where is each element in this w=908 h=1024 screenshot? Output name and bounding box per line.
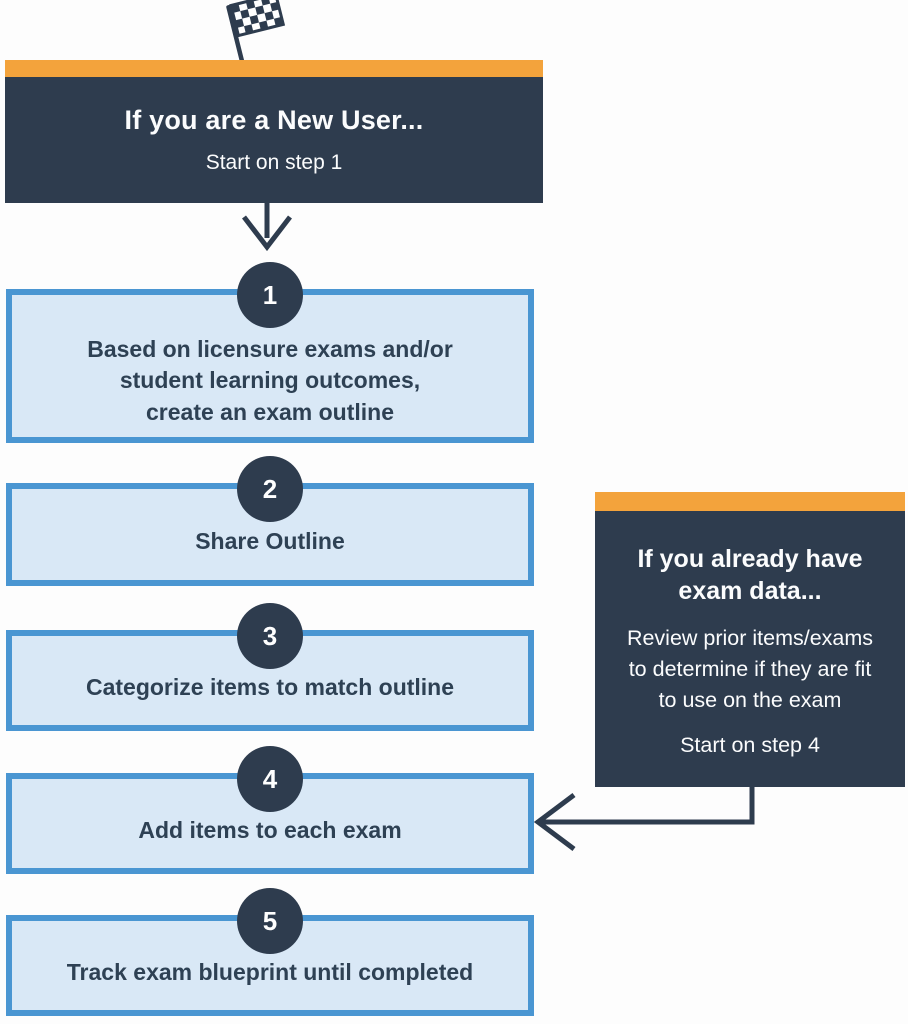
step-label: Track exam blueprint until completed (66, 958, 474, 985)
orange-accent-bar (595, 492, 905, 511)
new-user-card-body: If you are a New User... Start on step 1 (5, 77, 543, 203)
step-label: Categorize items to match outline (85, 673, 455, 700)
step-number-badge: 1 (237, 262, 303, 328)
step-box-4: 4 Add items to each exam (6, 746, 534, 874)
step-label: Add items to each exam (138, 816, 402, 843)
exam-data-subtitle: Start on step 4 (680, 732, 820, 757)
left-arrow-connector (533, 783, 755, 851)
step-box-3: 3 Categorize items to match outline (6, 603, 534, 731)
new-user-title: If you are a New User... (124, 105, 424, 135)
step-number: 5 (262, 905, 278, 936)
step-number-badge: 4 (237, 746, 303, 812)
step-label: Share Outline (195, 527, 345, 554)
step-number: 2 (262, 473, 278, 504)
step-label: Based on licensure exams and/or student … (87, 336, 453, 425)
step-number-badge: 3 (237, 603, 303, 669)
orange-accent-bar (5, 60, 543, 77)
step-box-5: 5 Track exam blueprint until completed (6, 888, 534, 1016)
step-number-badge: 2 (237, 456, 303, 522)
exam-data-card: If you already have exam data... Review … (595, 492, 905, 787)
checkered-flag-icon (226, 0, 286, 64)
step-number: 4 (262, 763, 278, 794)
new-user-subtitle: Start on step 1 (205, 151, 343, 174)
step-box-2: 2 Share Outline (6, 456, 534, 586)
exam-data-card-body: If you already have exam data... Review … (595, 511, 905, 787)
step-box-1: 1 Based on licensure exams and/or studen… (6, 262, 534, 443)
step-number-badge: 5 (237, 888, 303, 954)
exam-data-description: Review prior items/exams to determine if… (626, 626, 874, 712)
exam-data-title: If you already have exam data... (637, 545, 863, 605)
new-user-card: If you are a New User... Start on step 1 (5, 60, 543, 203)
step-number: 3 (262, 620, 278, 651)
down-arrow-icon (242, 202, 292, 252)
step-number: 1 (262, 279, 278, 310)
